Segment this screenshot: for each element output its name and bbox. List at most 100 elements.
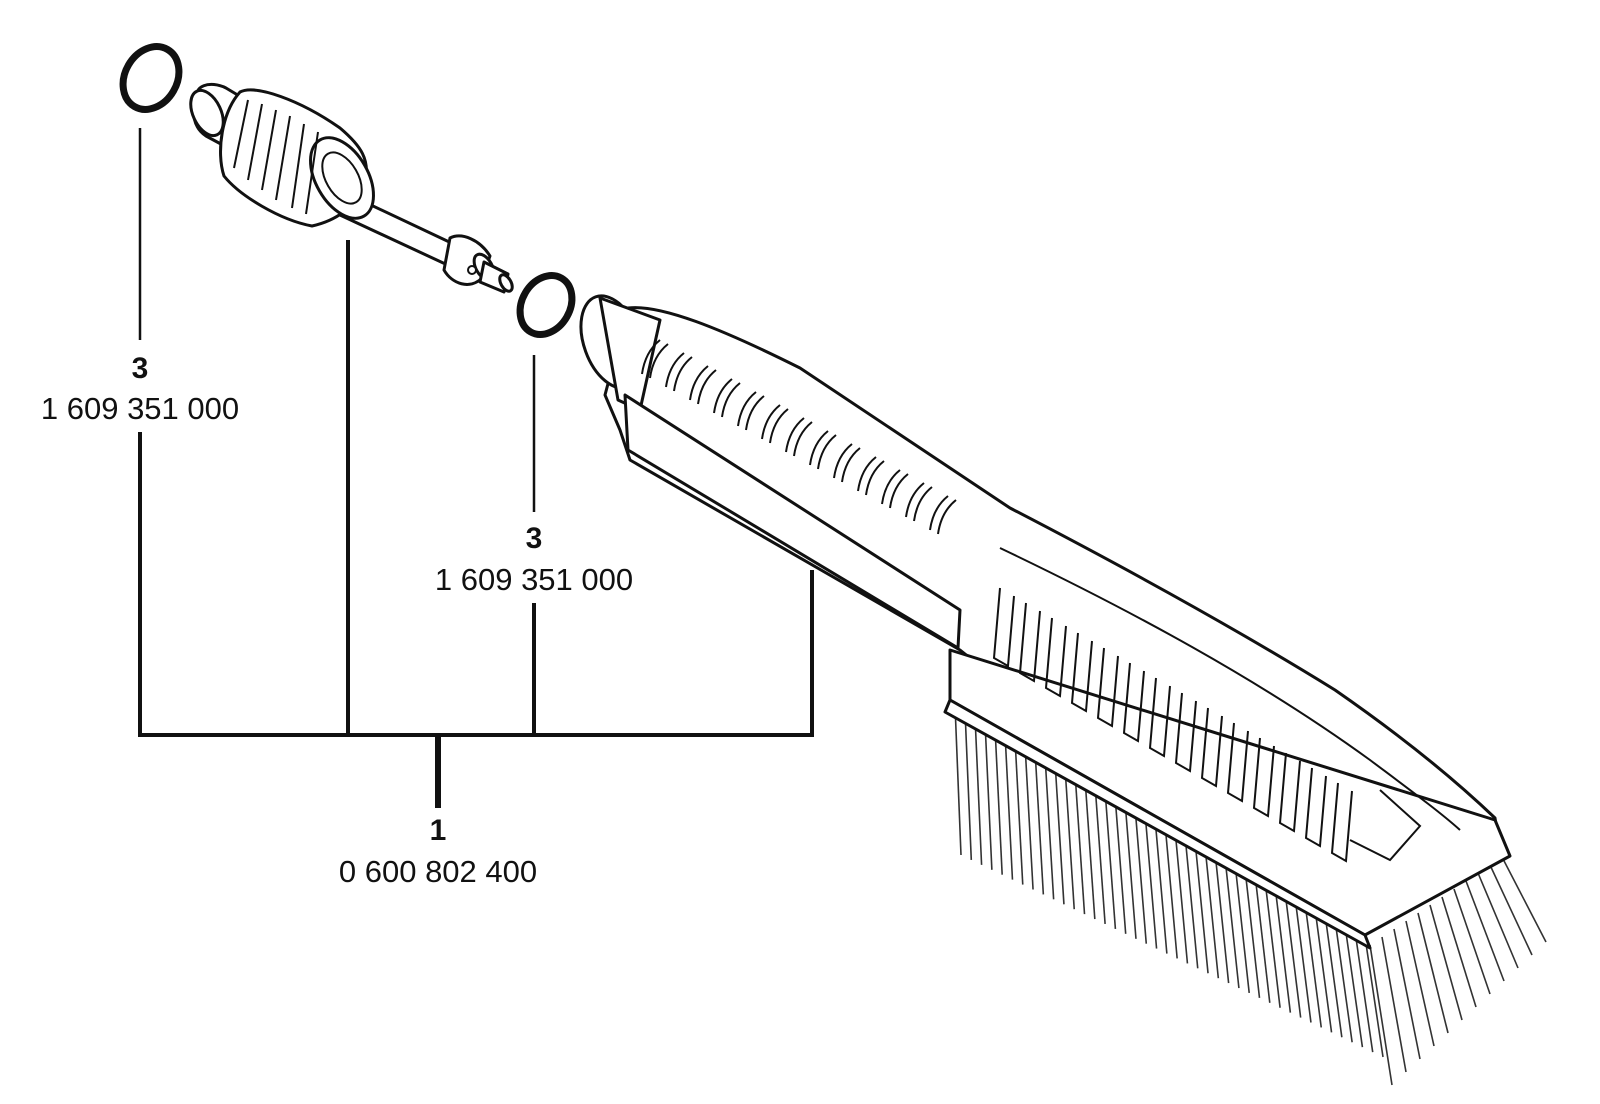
bristle — [1044, 755, 1055, 900]
bristle — [1264, 880, 1281, 1008]
bristle — [994, 727, 1003, 875]
bristle — [964, 710, 973, 860]
bristle — [1294, 897, 1312, 1023]
head-rib — [1018, 602, 1041, 683]
head-rib — [1200, 707, 1223, 788]
grip-ridge — [929, 495, 957, 535]
bristle — [1014, 738, 1024, 885]
callout-seal-middle: 3 1 609 351 000 — [435, 522, 633, 597]
bristle — [1244, 869, 1261, 998]
head-rib — [1252, 737, 1275, 818]
bristle — [1004, 733, 1014, 880]
bristle — [1224, 857, 1240, 989]
head-rib — [1278, 752, 1301, 833]
bristle — [1164, 823, 1178, 959]
grip-ridges — [641, 339, 957, 535]
head-rib — [1070, 632, 1093, 713]
bristle — [1194, 840, 1209, 974]
grip-ridge — [785, 417, 813, 457]
o-ring-seal-icon — [516, 272, 576, 338]
grip-ridge — [905, 482, 933, 522]
head-rib — [1096, 647, 1119, 728]
bristle — [1364, 936, 1384, 1058]
grip-ridge — [737, 391, 765, 431]
bristle — [1304, 902, 1323, 1028]
head-rib — [1148, 677, 1171, 758]
grip-ridge — [809, 430, 837, 470]
bristle — [1314, 908, 1333, 1033]
bristle — [984, 721, 993, 870]
o-ring-seal-icon — [119, 43, 183, 113]
bristle — [1094, 784, 1106, 925]
bristle — [1234, 863, 1250, 994]
wash-brush-icon — [579, 294, 1547, 1086]
head-rib — [992, 587, 1015, 668]
grip-ridge — [665, 352, 693, 392]
bristle — [1084, 778, 1096, 920]
grip-ridge — [761, 404, 789, 444]
bristle — [1501, 856, 1547, 943]
bristle — [1489, 864, 1533, 956]
callout-number: 1 — [430, 814, 447, 847]
part-number: 1 609 351 000 — [435, 562, 633, 597]
knurl-ridges — [233, 99, 319, 215]
grip-ridge — [713, 378, 741, 418]
bristle — [1284, 891, 1302, 1018]
grip-ridge — [641, 339, 669, 379]
bristle — [1441, 896, 1477, 1008]
bristle — [1024, 744, 1034, 890]
callout-number: 3 — [526, 522, 543, 555]
bristle — [1184, 835, 1199, 969]
bristle — [1074, 772, 1086, 915]
bristle — [1144, 812, 1158, 949]
bristle — [1134, 806, 1148, 944]
bristle — [1274, 885, 1292, 1013]
bristle — [1064, 767, 1076, 910]
grip-ridge — [881, 469, 909, 509]
bristle — [1344, 925, 1364, 1048]
head-rib — [1304, 767, 1327, 848]
bristle — [1054, 761, 1065, 905]
nozzle-adapter-icon — [189, 83, 514, 294]
bristle — [1405, 920, 1435, 1047]
bristle — [1174, 829, 1189, 964]
callout-number: 3 — [132, 352, 149, 385]
bristle — [1204, 846, 1220, 979]
head-rib — [1122, 662, 1145, 743]
bristle — [1324, 914, 1343, 1038]
bristle — [1214, 852, 1230, 984]
bristle — [1354, 931, 1374, 1053]
bristle — [1034, 750, 1045, 895]
head-ribs — [992, 587, 1353, 863]
grip-ridge — [833, 443, 861, 483]
bristles — [954, 704, 1547, 1086]
bristle — [1254, 874, 1271, 1003]
bristle — [1114, 795, 1127, 934]
bristle — [1104, 789, 1117, 929]
bristle — [1393, 928, 1421, 1060]
bristle — [974, 716, 983, 865]
leader-lines — [138, 128, 814, 808]
bristle — [1429, 904, 1463, 1021]
bristle — [1453, 888, 1491, 995]
bristle — [1154, 818, 1168, 954]
part-number: 0 600 802 400 — [339, 854, 537, 889]
head-rib — [1044, 617, 1067, 698]
bristle — [1381, 936, 1407, 1073]
grip-ridge — [689, 365, 717, 405]
bristle — [1334, 919, 1353, 1043]
bristle — [1465, 880, 1505, 982]
head-rib — [1226, 722, 1249, 803]
bristle — [1369, 944, 1393, 1086]
callout-seal-left: 3 1 609 351 000 — [41, 352, 239, 426]
bristle — [1124, 801, 1137, 939]
callout-assembly: 1 0 600 802 400 — [339, 814, 537, 889]
head-rib — [1174, 692, 1197, 773]
part-number: 1 609 351 000 — [41, 391, 239, 426]
grip-ridge — [857, 456, 885, 496]
bristle — [1417, 912, 1449, 1034]
head-rib — [1330, 782, 1353, 863]
bristle — [954, 704, 962, 856]
bristle — [1477, 872, 1519, 969]
